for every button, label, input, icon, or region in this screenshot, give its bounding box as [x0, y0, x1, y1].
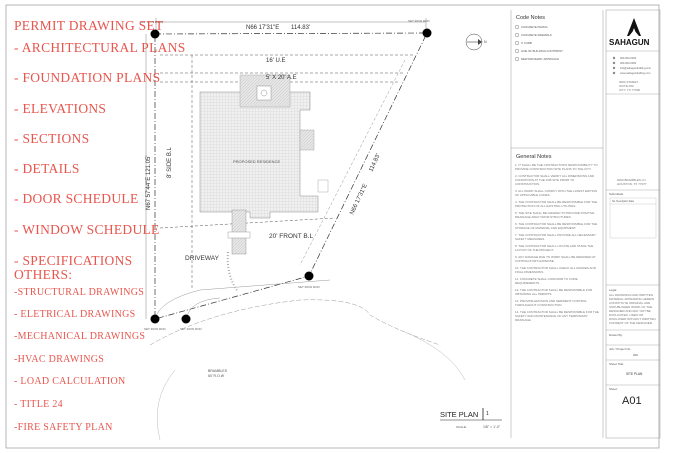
north-arrow-icon: N [465, 33, 487, 51]
list-item: - SPECIFICATIONS [14, 253, 133, 268]
list-item: - ELEVATIONS [14, 101, 107, 116]
ae-label: 5' X 20' A.E [266, 75, 297, 81]
code-note-item: NEW DRIVEWAY APPROACH [521, 57, 559, 61]
general-note: 13. PROVIDE EROSION AND SEDIMENT CONTROL… [515, 299, 587, 307]
brand-web: www.sahagundrafting.com [620, 71, 650, 75]
ue-label: 16' U.E [266, 58, 286, 64]
others-item: -FIRE SAFETY PLAN [14, 422, 113, 433]
list-item: - FOUNDATION PLANS [14, 70, 161, 85]
office-address: 0000 STREET SUITE 000 CITY, TX 77000 [619, 80, 641, 92]
list-item: - DOOR SCHEDULE [14, 191, 139, 206]
monument-marker [150, 29, 160, 39]
submittals-label: Submittals [609, 192, 624, 196]
list-item: - WINDOW SCHEDULE [14, 222, 160, 237]
others-item: -MECHANICAL DRAWINGS [14, 331, 146, 342]
general-note: 7. THE CONTRACTOR SHALL PROVIDE ALL NECE… [515, 233, 596, 241]
residence-label: PROPOSED RESIDENCE [233, 159, 280, 164]
code-note-item: LINE OF BUILDING FOOTPRINT [521, 49, 563, 53]
driveway-label: DRIVEWAY [185, 255, 220, 262]
mon-label-4: SET IRON ROD [144, 327, 166, 331]
general-note: 11. CONCRETE SHALL CONFORM TO CODE REQUI… [515, 277, 578, 285]
legal-title: Legal [609, 288, 617, 292]
mon-label-1: SET IRON ROD [140, 20, 162, 24]
sheet-number: A01 [622, 395, 642, 407]
road-label: BRAMBLES [208, 369, 228, 373]
drawn-by-label: Drawn By: [609, 333, 623, 337]
side-bl-label: 8' SIDE B.L [167, 147, 173, 178]
front-bl-label: 20' FRONT B.L [269, 233, 313, 240]
monument-marker [422, 28, 432, 38]
general-note: 4. THE CONTRACTOR SHALL BE RESPONSIBLE F… [515, 200, 598, 208]
top-distance: 114.83' [291, 25, 310, 31]
general-notes-title: General Notes [516, 154, 552, 160]
list-title: PERMIT DRAWING SET [14, 18, 164, 33]
sheet-number-label: Sheet: [609, 387, 618, 391]
others-heading: OTHERS: [14, 267, 73, 282]
left-distance: 121.05' [146, 156, 152, 176]
code-notes-title: Code Notes [516, 15, 545, 21]
general-note: 5. THE SITE SHALL BE GRADED TO PROVIDE P… [515, 211, 595, 219]
code-note-item: 3' CURB [521, 41, 532, 45]
brand-name: SAHAGUN [609, 38, 650, 47]
brand-phone: 000-000-0000 [620, 56, 637, 60]
general-note: 14. THE CONTRACTOR SHALL BE RESPONSIBLE … [515, 310, 599, 322]
others-item: - ELETRICAL DRAWINGS [14, 309, 136, 320]
right-bearing: N66 17'31"E [349, 183, 369, 216]
code-notes-list: CONCRETE PAVING CONCRETE SIDEWALK 3' CUR… [515, 25, 563, 61]
title-block: SAHAGUN 000-000-0000 000-000-0000 info@s… [605, 9, 661, 439]
brand-email: info@sahagundrafting.com [620, 66, 651, 70]
general-note: 12. THE CONTRACTOR SHALL BE RESPONSIBLE … [515, 288, 593, 296]
project-address: 0000 BRAMBLES LN HOUSTON, TX 77077 [617, 178, 647, 186]
job-number: 000 [633, 353, 638, 357]
right-distance: 114.83' [368, 153, 381, 173]
list-item: - DETAILS [14, 161, 80, 176]
sheet-border [5, 4, 660, 449]
sheet-title: SITE PLAN [626, 372, 643, 376]
site-plan-number: 1 [486, 411, 489, 417]
sheet-title-label: Sheet Title: [609, 362, 624, 366]
brand-fax: 000-000-0000 [620, 61, 637, 65]
notes-column: Code Notes CONCRETE PAVING CONCRETE SIDE… [510, 10, 604, 438]
job-number-label: Job / Project No. [609, 347, 631, 351]
monument-marker [304, 271, 314, 281]
scale-value: 1/8" = 1'-0" [483, 425, 501, 429]
left-bearing: N67 57'44"E [146, 177, 152, 210]
top-bearing: N66 17'31"E [246, 25, 279, 31]
mon-label-2: SET IRON ROD [408, 19, 430, 23]
mon-label-5: SET IRON ROD [180, 327, 202, 331]
others-item: - TITLE 24 [14, 399, 63, 410]
monument-marker [150, 314, 160, 324]
sahagun-logo-icon [627, 18, 641, 36]
north-label: N [484, 40, 487, 44]
mon-label-3: SET IRON ROD [298, 285, 320, 289]
others-item: - LOAD CALCULATION [14, 376, 126, 387]
general-note: 6. THE CONTRACTOR SHALL BE RESPONSIBLE F… [515, 222, 598, 230]
general-note: 9. ANY DAMAGE DUE TO WORK SHALL BE REPAI… [515, 255, 596, 263]
general-note: 1. IT SHALL BE THE CONTRACTOR'S RESPONSI… [515, 163, 598, 171]
general-note: 10. THE CONTRACTOR SHALL CHECK ALL GRADE… [515, 266, 596, 274]
others-item: -STRUCTURAL DRAWINGS [14, 287, 145, 298]
general-note: 3. ALL WORK SHALL COMPLY WITH THE LATEST… [515, 189, 598, 197]
general-note: 2. CONTRACTOR SHALL VERIFY ALL DIMENSION… [515, 174, 595, 186]
road-sub: 60' R.O.W [208, 374, 225, 378]
others-item: -HVAC DRAWINGS [14, 354, 105, 365]
list-item: - ARCHITECTURAL PLANS [14, 40, 186, 55]
site-plan-title: SITE PLAN [440, 410, 478, 419]
general-note: 8. THE CONTRACTOR SHALL LOCATE AND STAKE… [515, 244, 594, 252]
scale-label: SCALE: [456, 425, 467, 429]
site-plan: N66 17'31"E 114.83' 16' U.E 5' X 20' A.E… [140, 18, 502, 441]
code-note-item: CONCRETE SIDEWALK [521, 33, 552, 37]
code-note-item: CONCRETE PAVING [521, 25, 548, 29]
revision-header: No. Description Date [612, 200, 635, 203]
legal-text: ALL DRAWINGS AND WRITTEN MATERIAL APPEAR… [609, 293, 656, 325]
general-notes-body: 1. IT SHALL BE THE CONTRACTOR'S RESPONSI… [515, 163, 599, 435]
list-item: - SECTIONS [14, 131, 90, 146]
monument-marker [181, 314, 191, 324]
